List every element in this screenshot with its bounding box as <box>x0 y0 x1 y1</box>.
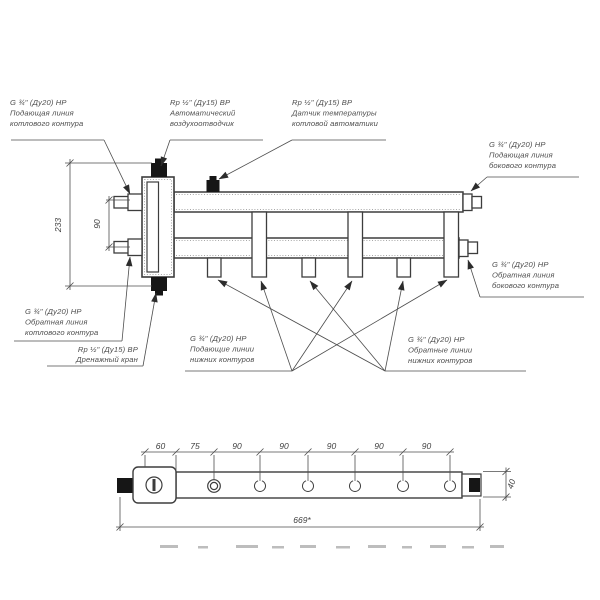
callout-temp-sensor: Rp ½" (Ду15) ВР Датчик температуры котло… <box>218 98 386 180</box>
dim-90-label: 90 <box>279 441 289 451</box>
callout-text: G ¾" (Ду20) НР <box>492 260 549 269</box>
callout-air-vent: Rp ½" (Ду15) ВР Автоматический воздухоот… <box>160 98 263 167</box>
callout-side-supply: G ¾" (Ду20) НР Подающая линия бокового к… <box>470 140 579 192</box>
callout-text: G ¾" (Ду20) НР <box>190 334 247 343</box>
drain-fitting <box>151 277 167 296</box>
boiler-supply-port <box>113 193 143 212</box>
callout-text: котлового контура <box>25 328 98 337</box>
callout-text: Подающая линия <box>489 151 553 160</box>
callout-lower-return: G ¾" (Ду20) НР Обратные линии нижних кон… <box>217 279 526 372</box>
callout-text: Rp ½" (Ду15) ВР <box>78 345 139 354</box>
callout-text: Rp ½" (Ду15) ВР <box>170 98 231 107</box>
dim-plan-segments: 60 75 90 90 90 90 90 <box>141 441 454 481</box>
lower-return-stubs <box>206 257 412 278</box>
callout-text: Обратная линия <box>25 318 88 327</box>
plan-bar <box>117 471 482 499</box>
callout-text: Подающая линия <box>10 109 74 118</box>
dim-front-height: 233 <box>53 159 152 290</box>
dim-90-label: 90 <box>374 441 384 451</box>
dim-plan-overall: 669* <box>116 497 484 531</box>
upper-manifold-barrel <box>173 191 464 213</box>
callout-text: котловой автоматики <box>292 119 379 128</box>
lower-manifold-barrel <box>173 237 460 259</box>
callout-text: G ¾" (Ду20) НР <box>489 140 546 149</box>
callout-text: нижних контуров <box>408 356 473 365</box>
dim-40-label: 40 <box>505 478 518 491</box>
separator-cylinder <box>146 181 160 273</box>
dim-233-label: 233 <box>53 218 63 233</box>
callout-text: Подающие линии <box>190 345 255 354</box>
air-vent-fitting <box>151 158 167 177</box>
callout-text: бокового контура <box>489 161 556 170</box>
callout-text: Обратные линии <box>408 346 473 355</box>
dim-669-label: 669* <box>293 515 311 525</box>
callout-text: нижних контуров <box>190 355 255 364</box>
callout-text: Rp ½" (Ду15) ВР <box>292 98 353 107</box>
front-view: 233 90 G ¾" (Ду20) НР Подающая линия кот… <box>10 98 584 372</box>
temp-sensor-fitting <box>206 176 220 192</box>
callout-lower-supply: G ¾" (Ду20) НР Подающие линии нижних кон… <box>185 279 448 372</box>
dim-90-label: 90 <box>422 441 432 451</box>
dim-ticks <box>141 448 454 456</box>
callout-text: G ¾" (Ду20) НР <box>408 335 465 344</box>
callout-text: Датчик температуры <box>291 109 377 118</box>
callout-text: воздухоотводчик <box>170 119 234 128</box>
dim-90-label: 90 <box>92 219 102 229</box>
callout-text: бокового контура <box>492 281 559 290</box>
callout-boiler-return: G ¾" (Ду20) НР Обратная линия котлового … <box>14 256 133 342</box>
dim-90-label: 90 <box>232 441 242 451</box>
side-return-stub <box>458 239 479 258</box>
lower-supply-connectors <box>251 211 460 278</box>
callout-text: котлового контура <box>10 119 83 128</box>
callout-text: Обратная линия <box>492 271 555 280</box>
side-supply-stub <box>462 193 483 212</box>
dim-75-label: 75 <box>190 441 200 451</box>
plan-separator-block <box>132 466 177 504</box>
callout-drain: Rp ½" (Ду15) ВР Дренажный кран <box>47 292 158 367</box>
callout-text: G ¾" (Ду20) НР <box>25 307 82 316</box>
plan-port-circles <box>207 479 456 493</box>
callout-side-return: G ¾" (Ду20) НР Обратная линия бокового к… <box>467 259 584 298</box>
dim-90-label: 90 <box>327 441 337 451</box>
callout-text: G ¾" (Ду20) НР <box>10 98 67 107</box>
dim-plan-width: 40 <box>483 467 518 501</box>
hydraulic-separator-body <box>141 176 175 278</box>
callout-text: Автоматический <box>169 109 236 118</box>
caption-fragments <box>160 545 504 549</box>
dim-front-port-spacing: 90 <box>92 196 130 251</box>
dim-60-label: 60 <box>156 441 166 451</box>
plan-left-fitting <box>117 478 133 493</box>
plan-end-fitting <box>469 478 480 492</box>
callout-boiler-supply: G ¾" (Ду20) НР Подающая линия котлового … <box>10 98 131 195</box>
plan-view: 60 75 90 90 90 90 90 669* 40 <box>116 441 518 549</box>
callout-text: Дренажный кран <box>75 355 139 364</box>
